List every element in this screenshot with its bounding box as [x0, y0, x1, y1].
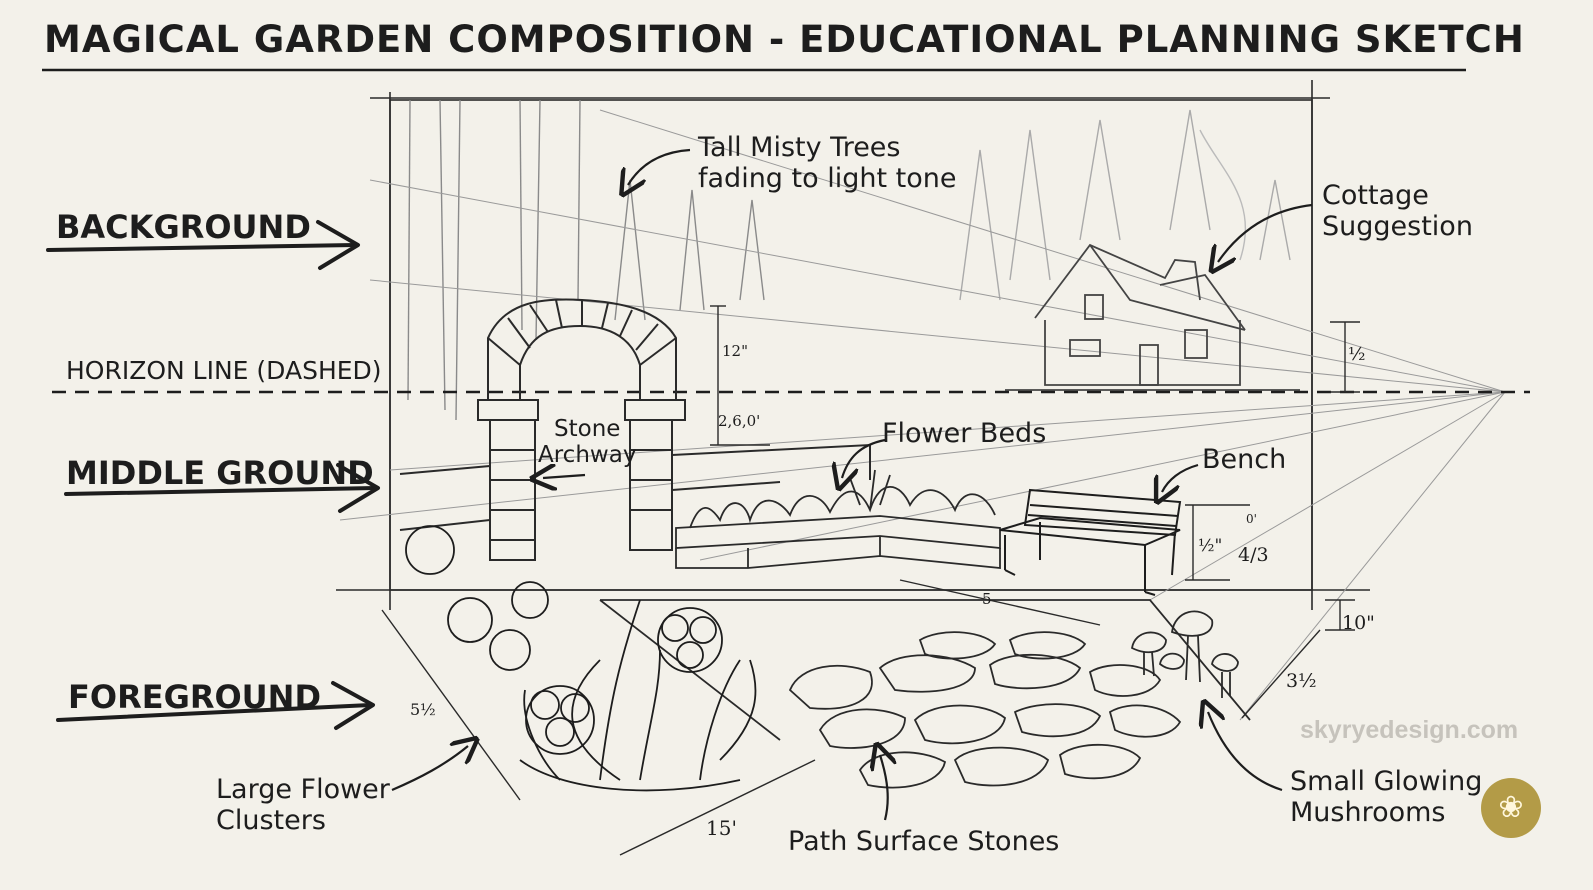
zone-label-foreground: FOREGROUND: [68, 678, 321, 716]
dim-bench-ratio: 4/3: [1238, 544, 1269, 566]
annotation-arrows: [391, 148, 1313, 821]
flower-clusters-annotation-line-1: Large Flower: [216, 774, 390, 805]
dim-mushroom-height: 10": [1342, 612, 1375, 634]
path-stones-drawing: [599, 599, 1251, 789]
composition-frame: [336, 80, 1370, 610]
flower-clusters-annotation-line-2: Clusters: [216, 805, 326, 836]
watermark-text: skyryedesign.com: [1300, 716, 1519, 744]
flower-clusters-drawing: [405, 525, 757, 792]
bench-annotation: Bench: [1202, 444, 1287, 475]
page-title: MAGICAL GARDEN COMPOSITION - EDUCATIONAL…: [44, 18, 1525, 61]
path-stones-annotation: Path Surface Stones: [788, 826, 1060, 857]
flower-beds-annotation: Flower Beds: [882, 418, 1047, 449]
trees-annotation-line-2: fading to light tone: [698, 163, 957, 194]
dim-flower-left: 5½: [410, 700, 436, 719]
mushrooms-annotation-line-1: Small Glowing: [1290, 766, 1483, 797]
zone-arrows: [46, 220, 380, 730]
archway-annotation-line-1: Stone: [554, 416, 621, 442]
flower-clusters-annotation: Large Flower Clusters: [216, 774, 390, 836]
foreground-lines: [381, 305, 1360, 856]
cottage-annotation: Cottage Suggestion: [1322, 180, 1473, 242]
zone-label-background: BACKGROUND: [56, 208, 311, 246]
mushrooms-drawing: [1131, 610, 1239, 698]
zone-label-middle-ground: MIDDLE GROUND: [66, 454, 374, 492]
cottage-drawing: [1005, 243, 1300, 391]
archway-annotation-line-2: Archway: [538, 442, 637, 468]
dim-path-mid: 5: [982, 590, 992, 608]
dim-front-width: 15': [706, 816, 737, 840]
flower-beds-drawing: [675, 469, 1001, 569]
archway-annotation: Stone Archway: [538, 416, 636, 468]
horizon-label: HORIZON LINE (DASHED): [66, 356, 382, 385]
dim-arch-base: 2,6,0': [718, 412, 761, 430]
cottage-annotation-line-1: Cottage: [1322, 180, 1429, 211]
mushrooms-annotation-line-2: Mushrooms: [1290, 797, 1446, 828]
trees-annotation: Tall Misty Trees fading to light tone: [698, 132, 956, 194]
dim-mushroom-depth: 3½: [1286, 670, 1317, 692]
bench-drawing: [999, 488, 1182, 596]
wheat-logo-icon: ❀: [1481, 778, 1541, 838]
dim-arch-top: 12": [722, 342, 748, 360]
dim-bench-mark: 0': [1246, 512, 1257, 526]
trees-annotation-line-1: Tall Misty Trees: [698, 132, 901, 163]
mushrooms-annotation: Small Glowing Mushrooms: [1290, 766, 1482, 828]
dim-cottage-height: ½: [1348, 344, 1366, 365]
cottage-annotation-line-2: Suggestion: [1322, 211, 1473, 242]
dim-bench-height: ½": [1198, 536, 1223, 556]
